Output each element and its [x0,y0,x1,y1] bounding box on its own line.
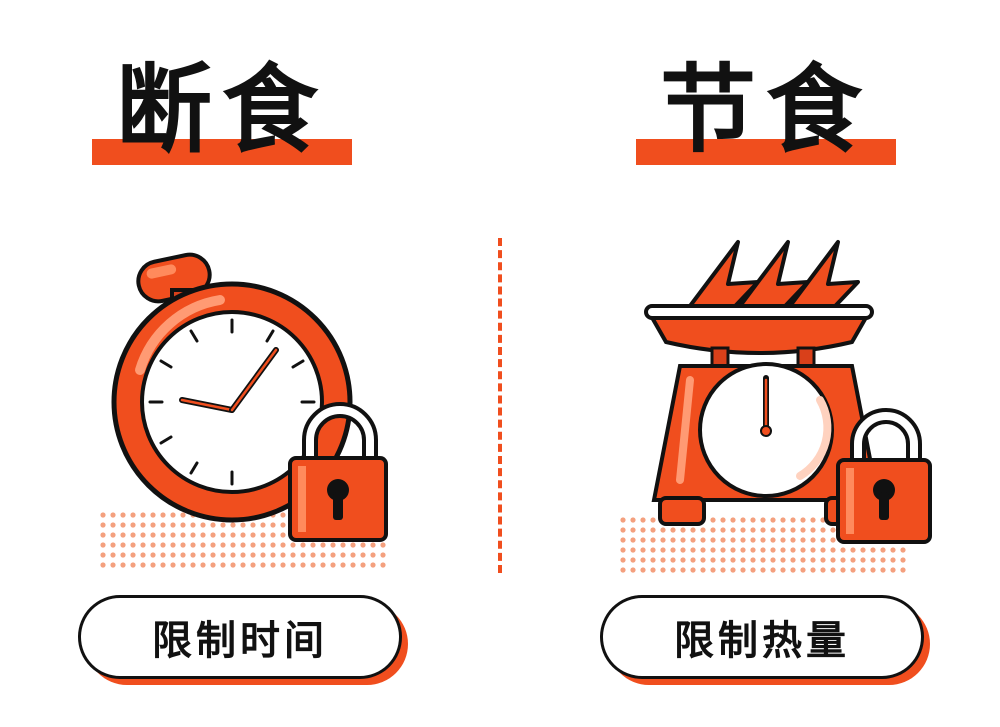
stopwatch-icon [111,252,388,542]
restrict-time-label: 限制时间 [78,595,402,679]
center-divider [498,238,502,573]
fasting-title-text: 断食 [116,54,328,166]
fasting-title: 断食 [92,55,352,165]
restrict-time-pill: 限制时间 [78,595,408,687]
dieting-title-text: 节食 [660,54,872,166]
title-underline-bar [636,139,896,165]
restrict-calories-pill: 限制热量 [600,595,930,687]
kitchen-scale-icon [644,240,932,544]
dieting-title: 节食 [636,55,896,165]
title-underline-bar [92,139,352,165]
restrict-calories-label: 限制热量 [600,595,924,679]
